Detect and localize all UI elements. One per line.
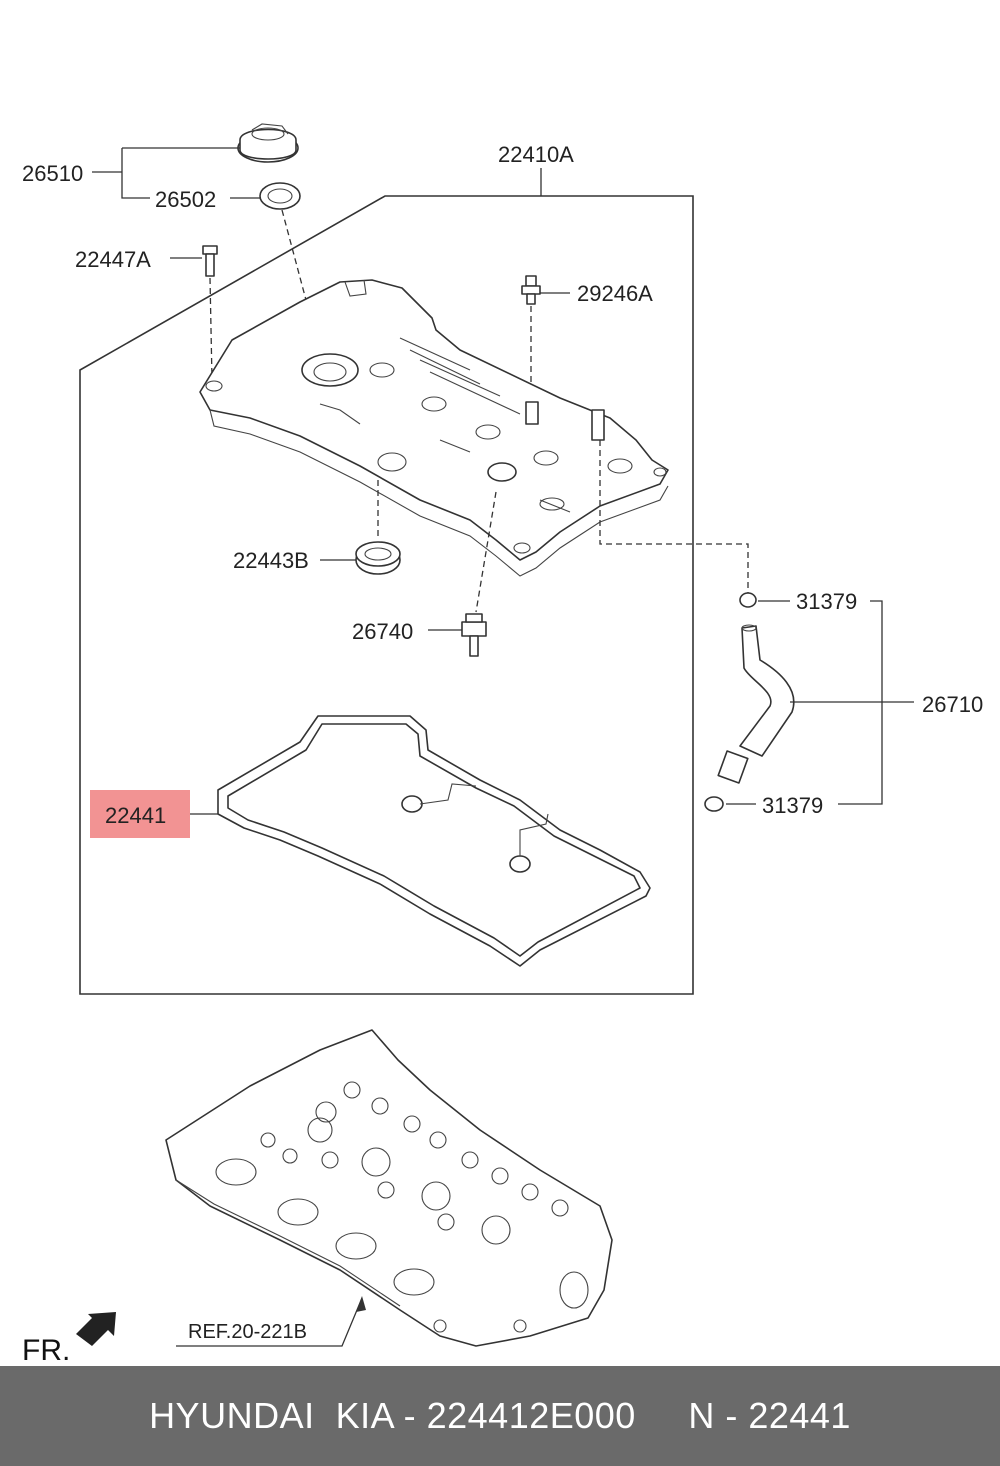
label-22441: 22441 <box>105 803 166 828</box>
filler-cap-seal <box>259 182 301 210</box>
footer-part-number-text: HYUNDAI KIA - 224412E000 N - 22441 <box>149 1395 851 1436</box>
leader-bracket-26710 <box>838 600 883 805</box>
leader-26510 <box>92 147 240 199</box>
oil-control-sensor <box>461 613 487 657</box>
label-31379-bottom: 31379 <box>762 793 823 818</box>
pcv-valve <box>521 275 541 305</box>
cylinder-head-reference <box>165 1029 613 1347</box>
label-31379-top: 31379 <box>796 589 857 614</box>
label-22410A: 22410A <box>498 142 574 167</box>
ref-arrowhead <box>356 1296 366 1312</box>
part-number-footer: HYUNDAI KIA - 224412E000 N - 22441 <box>0 1366 1000 1466</box>
dash-31379-top <box>599 440 749 596</box>
hose-clamp-bottom <box>704 796 724 812</box>
front-label: FR. <box>22 1334 70 1366</box>
oil-filler-cap <box>237 123 299 163</box>
hose-clamp-top <box>739 592 757 608</box>
cover-bolt <box>202 245 218 277</box>
label-26502: 26502 <box>155 187 216 212</box>
front-arrow-icon <box>76 1312 116 1346</box>
label-26740: 26740 <box>352 619 413 644</box>
spark-plug-tube-seal <box>355 541 401 575</box>
valve-cover-gasket <box>217 715 651 967</box>
dash-22447A <box>209 277 213 381</box>
highlight-22441 <box>90 790 190 838</box>
cylinder-head-cover <box>199 279 669 577</box>
label-26710: 26710 <box>922 692 983 717</box>
ref-label: REF.20-221B <box>188 1321 307 1343</box>
exploded-parts-diagram: 26510 26502 22410A 22447A 29246A 22443B … <box>22 123 983 1366</box>
assembly-outline-box <box>79 195 694 995</box>
breather-hose <box>717 624 795 784</box>
leader-ref <box>176 1297 363 1347</box>
label-22443B: 22443B <box>233 548 309 573</box>
dash-26502 <box>281 209 323 361</box>
label-22447A: 22447A <box>75 247 151 272</box>
dash-26740 <box>475 491 497 613</box>
label-29246A: 29246A <box>577 281 653 306</box>
label-26510: 26510 <box>22 161 83 186</box>
